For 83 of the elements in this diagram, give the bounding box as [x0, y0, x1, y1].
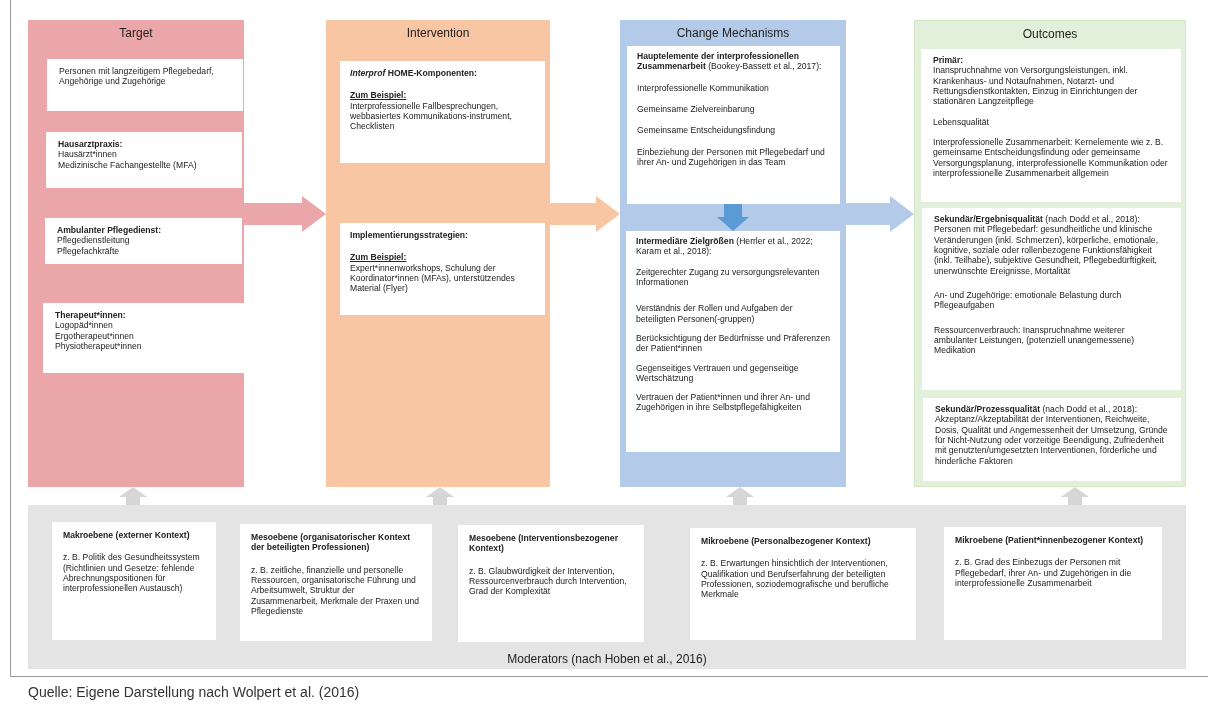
block-arrow: [550, 196, 620, 232]
text-card: [240, 524, 432, 641]
card-heading: Ambulanter Pflegedienst:: [57, 225, 163, 236]
card-text: Inanspruchnahme von Versorgungsleistungen, inkl. Krankenhaus- und Notaufnahmen, Notarzt- und Rettungsdienstkontakten, Einzug in Einrichtungen der stationären Langzeitpflege: [933, 65, 1139, 107]
card-heading: Hausarztpraxis:: [58, 139, 124, 150]
column-title: Intervention: [405, 26, 471, 40]
card-text: Lebensqualität: [933, 116, 990, 127]
card-heading: Implementierungsstrategien:: [350, 230, 469, 241]
card-text: Ergotherapeut*innen: [55, 330, 135, 341]
text-card: [340, 223, 545, 315]
card-text: Physiotherapeut*innen: [55, 340, 143, 352]
card-heading: Makroebene (externer Kontext): [63, 530, 191, 541]
card-text: z. B. Erwartungen hinsichtlich der Interventionen, Qualifikation und Berufserfahrung der beteiligten Professionen, soziodemografische und berufliche Merkmale: [701, 558, 890, 600]
card-text: Interprofessionelle Fallbesprechungen, webbasiertes Kommunikations-instrument, Checklisten: [350, 100, 513, 132]
card-text: Verständnis der Rollen und Aufgaben der beteiligten Personen(-gruppen): [636, 303, 794, 324]
card-text: Pflegefachkräfte: [57, 245, 121, 256]
text-card: [46, 132, 242, 188]
text-card: [458, 525, 644, 642]
card-text: Vertrauen der Patient*innen und ihrer An- und Zugehörigen in ihre Selbstpflegefähigkeiten: [636, 392, 811, 413]
card-text: Sekundär/Ergebnisqualität (nach Dodd et al., 2018):: [934, 214, 1141, 225]
card-text: Logopäd*innen: [55, 320, 114, 331]
text-card: [626, 231, 840, 452]
card-text: Expert*innenworkshops, Schulung der Koordinator*innen (MFAs), unterstützendes Material (Flyer): [350, 262, 516, 294]
block-arrow: [1061, 487, 1089, 505]
text-card: [43, 303, 245, 373]
card-heading: Primär:: [933, 55, 965, 66]
text-card: [944, 527, 1162, 640]
band-title: Moderators (nach Hoben et al., 2016): [506, 652, 708, 666]
card-text: Gegenseitiges Vertrauen und gegenseitige Wertschätzung: [636, 362, 800, 384]
card-heading: Mikroebene (Patient*innenbezogener Kontext): [955, 535, 1145, 546]
card-text: z. B. zeitliche, finanzielle und personelle Ressourcen, organisatorische Führung und Arbeitsumwelt, Struktur der Zusammenarbeit, Merkmale der Praxen und Pflegedienste: [251, 564, 421, 617]
card-text: Ressourcenverbrauch: Inanspruchnahme weiterer ambulanter Leistungen, (potenziell unangemessene) Medikation: [934, 324, 1136, 356]
card-text: Pflegedienstleitung: [57, 235, 131, 246]
card-text: Sekundär/Prozessqualität (nach Dodd et al., 2018):: [935, 404, 1139, 415]
text-card: [627, 46, 840, 204]
card-text: Zeitgerechter Zugang zu versorgungsrelevanten Informationen: [636, 266, 821, 288]
text-card: [340, 61, 545, 163]
card-text: z. B. Grad des Einbezugs der Personen mit Pflegebedarf, ihrer An- und Zugehörigen in die interprofessionelle Zusammenarbeit: [955, 557, 1133, 589]
column-title: Target: [118, 26, 154, 40]
card-text: Hauptelemente der interprofessionellen Zusammenarbeit (Bookey-Bassett et al., 2017):: [637, 51, 823, 72]
text-card: [923, 398, 1181, 481]
card-text: z. B. Politik des Gesundheitssystem (Richtlinien und Gesetze: fehlende Abrechnungspositionen für interprofessionellen Austausch): [63, 552, 201, 594]
card-heading: Zum Beispiel:: [350, 90, 408, 101]
figure-caption: Quelle: Eigene Darstellung nach Wolpert et al. (2016): [28, 684, 360, 700]
card-text: Personen mit Pflegebedarf: gesundheitliche und klinische Veränderungen (inkl. Schmerzen), körperliche, emotionale, kognitive, soziale oder rollenbezogene Funktionsfähigkeit (inkl. Teilhabe), subjektive Gesundheit, Pflegebedürftigkeit, unerwünschte Ereignisse, Mortalität: [934, 224, 1160, 276]
card-text: Interprofessionelle Kommunikation: [637, 82, 770, 93]
card-text: Gemeinsame Zielvereinbarung: [637, 103, 756, 115]
card-text: Hausärzt*innen: [58, 149, 118, 160]
card-heading: Mikroebene (Personalbezogener Kontext): [701, 536, 872, 547]
text-card: [922, 208, 1181, 390]
block-arrow: [717, 204, 749, 231]
text-card: [690, 528, 916, 640]
block-arrow: [119, 487, 147, 505]
block-arrow: [846, 196, 914, 232]
card-text: Intermediäre Zielgrößen (Herrler et al., 2022; Karam et al., 2018):: [636, 236, 814, 257]
block-arrow: [244, 196, 326, 232]
card-heading: Interprof HOME-Komponenten:: [350, 68, 478, 79]
text-card: [45, 218, 242, 264]
card-text: Einbeziehung der Personen mit Pflegebedarf und ihrer An- und Zugehörigen in das Team: [637, 146, 826, 168]
card-text: Gemeinsame Entscheidungsfindung: [637, 125, 777, 136]
column-panel: [326, 20, 550, 487]
card-heading: Therapeut*innen:: [55, 310, 127, 321]
card-text: Medizinische Fachangestellte (MFA): [58, 159, 198, 170]
moderator-band: [28, 505, 1186, 669]
text-card: [52, 522, 216, 640]
card-text: An- und Zugehörige: emotionale Belastung durch Pflegeaufgaben: [934, 289, 1123, 311]
column-title: Change Mechanisms: [675, 26, 791, 40]
card-heading: Mesoebene (Interventionsbezogener Kontext): [469, 533, 619, 554]
block-arrow: [726, 487, 754, 505]
column-title: Outcomes: [1021, 27, 1079, 41]
block-arrow: [426, 487, 454, 505]
text-card: [47, 59, 243, 111]
card-text: Akzeptanz/Akzeptabilität der Interventionen, Reichweite, Dosis, Qualität und Angemessenheit der Umsetzung, Gründe für Nicht-Nutzung oder vorzeitige Beendigung, Zufriedenheit mit genutzten/umgesetzten Interventionen, förderliche und hinderliche Faktoren: [935, 414, 1169, 466]
column-panel: [28, 20, 244, 487]
text-card: [921, 49, 1181, 202]
column-panel: [914, 20, 1186, 487]
card-text: Interprofessionelle Zusammenarbeit: Kernelemente wie z. B. gemeinsame Entscheidungsfindung oder gemeinsame Versorgungsplanung, interprofessionelle Kommunikation oder interprofessionelle Zusammenarbeit allgemein: [933, 136, 1169, 179]
column-panel: [620, 20, 846, 487]
card-text: Berücksichtigung der Bedürfnisse und Präferenzen der Patient*innen: [636, 332, 830, 354]
card-text: Personen mit langzeitigem Pflegebedarf, Angehörige und Zugehörige: [59, 66, 215, 87]
card-heading: Mesoebene (organisatorischer Kontext der beteiligten Professionen): [251, 532, 412, 553]
card-heading: Zum Beispiel:: [350, 252, 408, 263]
card-text: z. B. Glaubwürdigkeit der Intervention, Ressourcenverbrauch durch Intervention, Grad der Komplexität: [469, 565, 628, 597]
